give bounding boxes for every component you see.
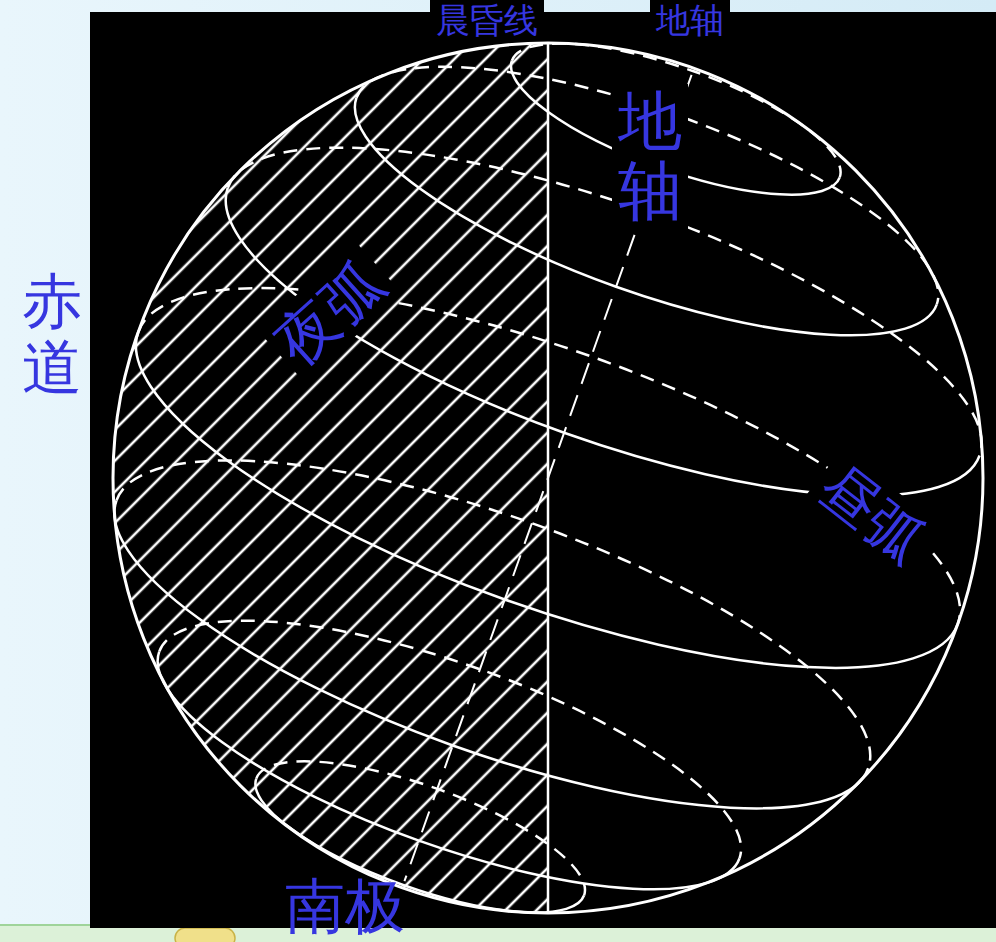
equator-label: 赤道: [22, 268, 82, 400]
axis-label: 地轴: [612, 84, 688, 229]
south-pole-label: 南极: [285, 873, 405, 939]
axis-label: 地轴: [650, 0, 730, 41]
terminator-label: 晨昏线: [430, 0, 544, 41]
